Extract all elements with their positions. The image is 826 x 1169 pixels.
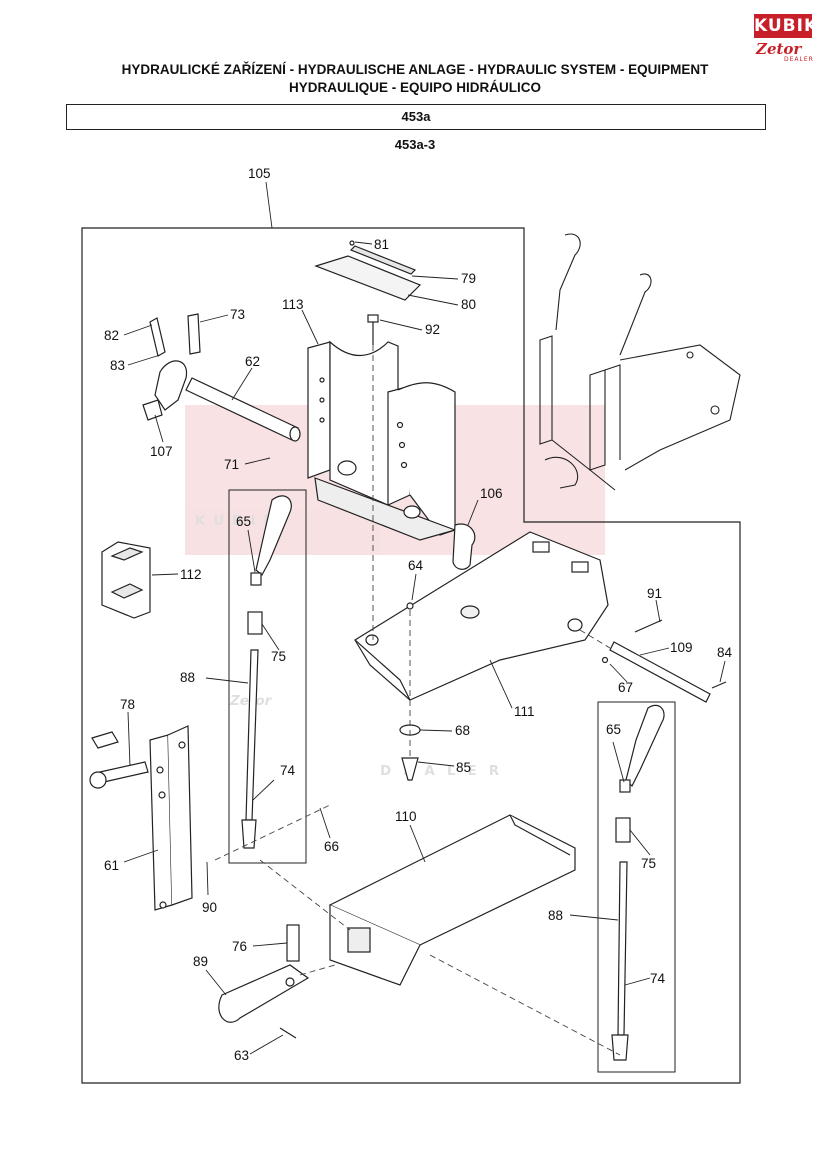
callout-66: 66 [324, 839, 339, 854]
cover-plate [314, 240, 422, 301]
pin-106 [452, 523, 476, 570]
pin-lever-assembly [142, 313, 201, 421]
callout-89: 89 [193, 954, 208, 969]
bolt-92 [367, 314, 379, 345]
hitch-bracket-113 [307, 340, 457, 541]
page-title-line1: HYDRAULICKÉ ZAŘÍZENÍ - HYDRAULISCHE ANLA… [121, 62, 709, 77]
callout-74-left: 74 [280, 763, 296, 778]
lift-rod-left [241, 495, 292, 849]
callout-112: 112 [180, 567, 202, 582]
callout-92: 92 [425, 322, 440, 337]
callout-110: 110 [395, 809, 417, 824]
callout-75-left: 75 [271, 649, 286, 664]
drawbar-frame-110 [328, 814, 576, 986]
kubik-zetor-logo: KUBIK Zetor DEALER [754, 14, 819, 64]
callout-105: 105 [248, 166, 271, 181]
assembly-frame-outline [81, 227, 741, 1084]
callout-76: 76 [232, 939, 247, 954]
callout-79: 79 [461, 271, 476, 286]
shaft-109 [601, 619, 727, 703]
callout-68: 68 [455, 723, 470, 738]
inset-assembled-view [539, 233, 741, 491]
callout-63: 63 [234, 1048, 249, 1063]
assembly-centerlines [214, 345, 621, 1056]
callout-71: 71 [224, 457, 239, 472]
pin-78 [89, 731, 149, 789]
callout-88-right: 88 [548, 908, 563, 923]
logo-zetor-text: Zetor [756, 40, 802, 58]
callout-62: 62 [245, 354, 260, 369]
section-code-box: 453a [66, 104, 766, 130]
callout-leaders [123, 181, 726, 1055]
callout-83: 83 [110, 358, 125, 373]
callout-64: 64 [408, 558, 424, 573]
callout-73: 73 [230, 307, 245, 322]
callout-65-right: 65 [606, 722, 621, 737]
base-plate-111 [353, 531, 609, 701]
callout-90: 90 [202, 900, 217, 915]
callout-67: 67 [618, 680, 633, 695]
callout-84: 84 [717, 645, 733, 660]
callout-113: 113 [282, 297, 304, 312]
callout-107: 107 [150, 444, 173, 459]
hook-89 [218, 924, 310, 1039]
shaft-62 [185, 377, 301, 442]
callout-78: 78 [120, 697, 135, 712]
callout-106: 106 [480, 486, 503, 501]
callout-labels: 105 81 79 80 92 113 73 82 83 62 107 71 1… [104, 166, 733, 1063]
figure-code: 453a-3 [394, 137, 436, 152]
callout-82: 82 [104, 328, 119, 343]
callout-91: 91 [647, 586, 662, 601]
callout-65-left: 65 [236, 514, 251, 529]
right-lift-rod-box [597, 701, 676, 1073]
callout-61: 61 [104, 858, 119, 873]
drawbar-61 [149, 725, 193, 911]
page-title-line2: HYDRAULIQUE - EQUIPO HIDRÁULICO [288, 80, 541, 95]
logo-dealer-text: DEALER [784, 56, 814, 63]
left-lift-rod-box [228, 489, 307, 864]
callout-111: 111 [514, 704, 535, 719]
callout-88-left: 88 [180, 670, 195, 685]
callout-81: 81 [374, 237, 389, 252]
callout-109: 109 [670, 640, 693, 655]
logo-kubik-text: KUBIK [754, 14, 819, 38]
callout-75-right: 75 [641, 856, 656, 871]
watermark-kubik: KUBIK [195, 513, 282, 529]
callout-80: 80 [461, 297, 476, 312]
clamp-112 [101, 541, 151, 619]
lift-rod-right [611, 704, 665, 1061]
callout-85: 85 [456, 760, 471, 775]
callout-74-right: 74 [650, 971, 666, 986]
